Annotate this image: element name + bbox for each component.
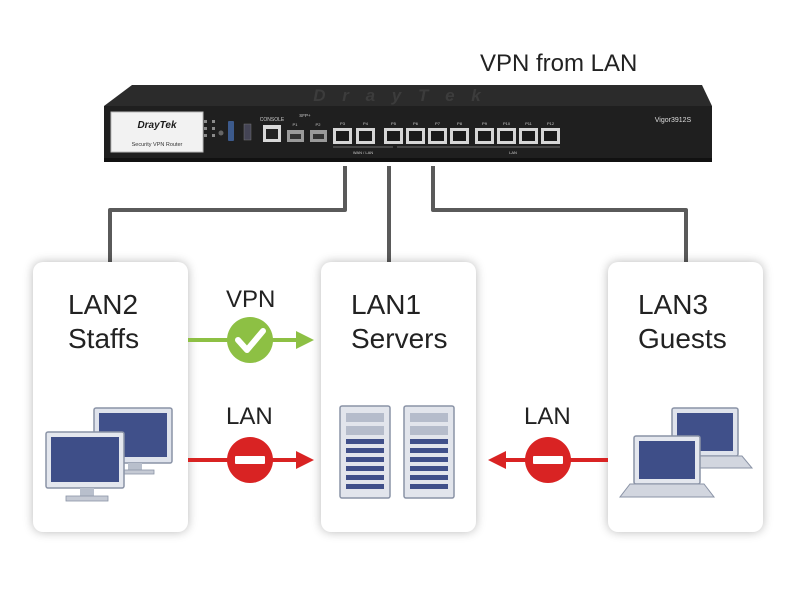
ethernet-port-label: P10 bbox=[503, 121, 511, 126]
vpn-connection-label: VPN bbox=[226, 286, 276, 313]
laptops-icon bbox=[618, 407, 754, 498]
no-entry-icon bbox=[525, 437, 571, 483]
serial-port bbox=[243, 123, 252, 141]
ethernet-port-label: P5 bbox=[391, 121, 397, 126]
lan3-name: LAN3 bbox=[638, 289, 709, 320]
ethernet-port-socket bbox=[387, 131, 400, 141]
ethernet-ports: P3 P4 P5 P6 P7 P8 P9 P10 P11 P12 bbox=[333, 121, 560, 144]
ethernet-port-label: P11 bbox=[525, 121, 533, 126]
ethernet-port-socket bbox=[522, 131, 535, 141]
sfp-label: SFP+ bbox=[299, 113, 311, 118]
ethernet-port-label: P7 bbox=[435, 121, 441, 126]
ethernet-port-socket bbox=[544, 131, 557, 141]
servers-icon bbox=[339, 405, 455, 499]
lan3-to-lan1-connection-label: LAN bbox=[524, 403, 571, 430]
cable-lan2 bbox=[108, 166, 347, 262]
status-leds bbox=[204, 120, 215, 137]
lan-group-label: LAN bbox=[509, 150, 517, 155]
desktop-monitors-icon bbox=[45, 407, 173, 502]
reset-button bbox=[218, 130, 224, 136]
lan2-name: LAN2 bbox=[68, 289, 139, 320]
port-label-sfp-p1: P1 bbox=[293, 122, 299, 127]
lan1-group: Servers bbox=[351, 323, 448, 354]
ethernet-port-socket bbox=[431, 131, 444, 141]
ethernet-port-label: P3 bbox=[340, 121, 346, 126]
ethernet-port-socket bbox=[359, 131, 372, 141]
lan3-label: LAN3 Guests bbox=[638, 288, 727, 356]
ethernet-port-socket bbox=[478, 131, 491, 141]
lan3-group: Guests bbox=[638, 323, 727, 354]
ethernet-port-socket bbox=[336, 131, 349, 141]
router-model: Vigor3912S bbox=[655, 117, 692, 124]
console-label: CONSOLE bbox=[260, 117, 285, 123]
ethernet-port-socket bbox=[453, 131, 466, 141]
router-subtitle: Security VPN Router bbox=[132, 142, 183, 148]
lan2-to-lan1-connection-label: LAN bbox=[226, 403, 273, 430]
ethernet-port-socket bbox=[500, 131, 513, 141]
ethernet-port-label: P4 bbox=[363, 121, 369, 126]
lan2-group: Staffs bbox=[68, 323, 140, 354]
cable-lan3 bbox=[431, 166, 688, 262]
router-front-plate bbox=[110, 111, 204, 153]
check-icon bbox=[227, 317, 273, 363]
lan1-label: LAN1 Servers bbox=[351, 288, 447, 356]
cables bbox=[108, 166, 688, 262]
router-top-logo: D r a y T e k bbox=[313, 86, 486, 105]
port-label-sfp-p2: P2 bbox=[316, 122, 322, 127]
usb-port bbox=[228, 121, 234, 141]
diagram-title: VPN from LAN bbox=[480, 50, 638, 77]
ethernet-port-socket bbox=[409, 131, 422, 141]
no-entry-icon bbox=[227, 437, 273, 483]
router-brand: DrayTek bbox=[137, 120, 177, 131]
lan1-name: LAN1 bbox=[351, 289, 422, 320]
lan2-label: LAN2 Staffs bbox=[68, 288, 139, 356]
ethernet-port-label: P12 bbox=[547, 121, 555, 126]
ethernet-port-label: P9 bbox=[482, 121, 488, 126]
router: D r a y T e k DrayTek Security VPN Route… bbox=[104, 85, 712, 162]
ethernet-port-label: P8 bbox=[457, 121, 463, 126]
ethernet-port-label: P6 bbox=[413, 121, 419, 126]
wan-lan-label: WAN / LAN bbox=[353, 150, 373, 155]
